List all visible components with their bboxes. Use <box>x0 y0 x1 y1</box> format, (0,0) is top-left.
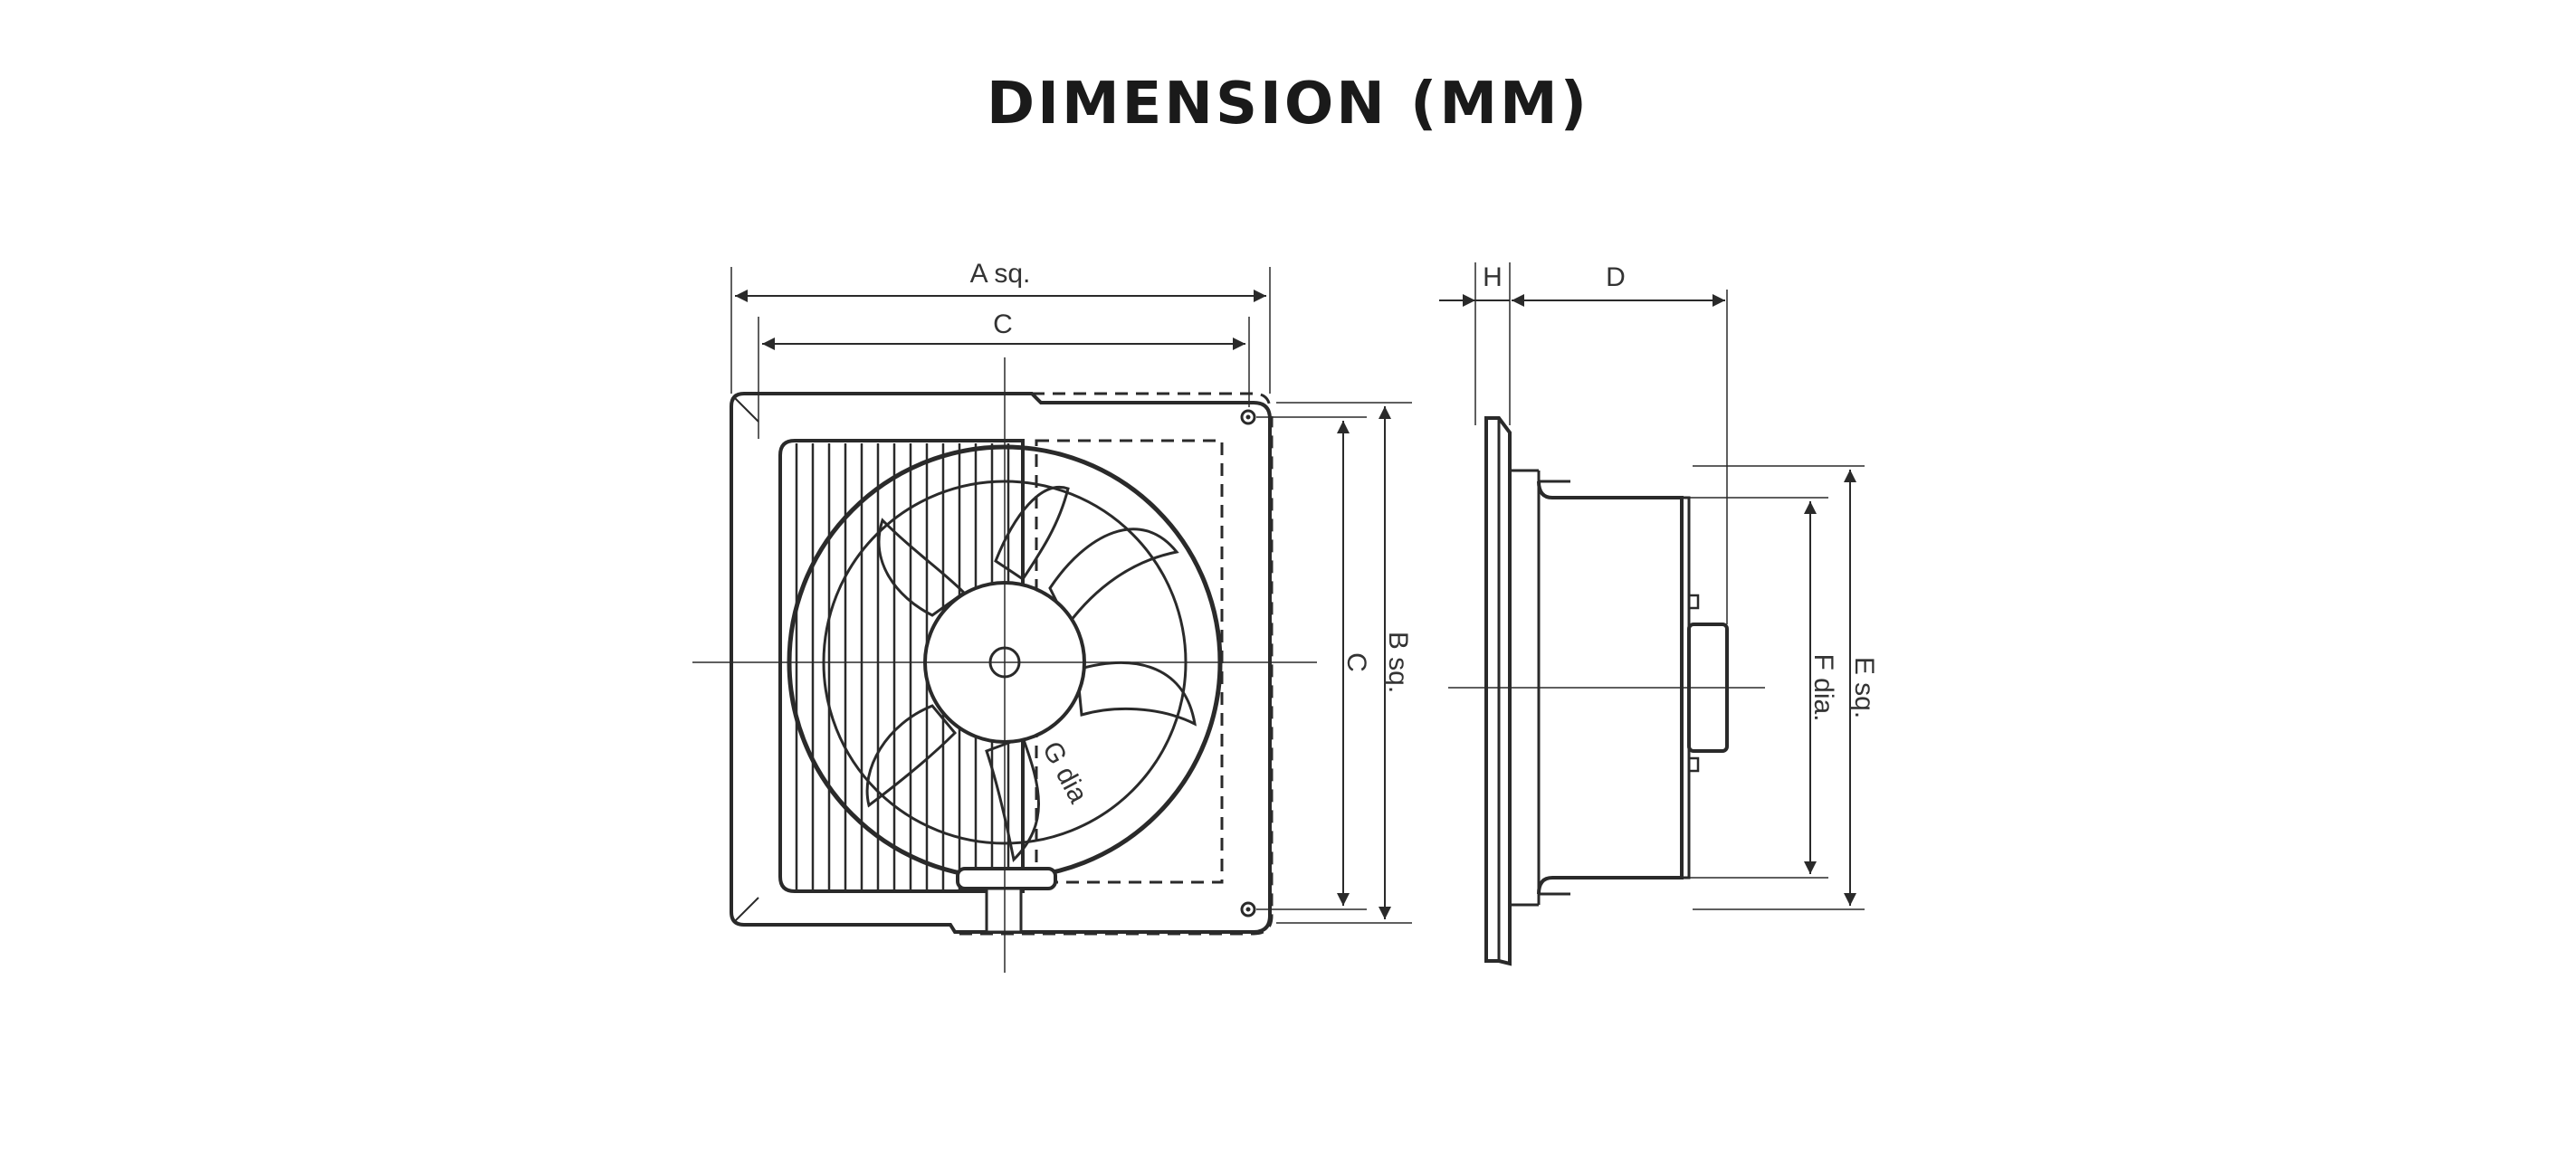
label-a-sq: A sq. <box>970 259 1031 289</box>
label-d: D <box>1606 262 1626 292</box>
front-view <box>692 267 1412 973</box>
screw-top-icon <box>1240 409 1256 425</box>
label-e-sq: E sq. <box>1849 657 1879 718</box>
label-c-top: C <box>993 309 1013 339</box>
screw-bottom-icon <box>1240 901 1256 918</box>
side-view <box>1439 262 1865 966</box>
label-c-side: C <box>1341 652 1371 672</box>
shutter-outline <box>1032 392 1272 411</box>
grill-frame <box>778 439 1025 893</box>
fan-housing <box>730 392 1272 934</box>
label-f-dia: F dia. <box>1808 653 1838 721</box>
page-title: DIMENSION (MM) <box>987 71 1589 138</box>
fan-blades <box>865 486 1197 863</box>
label-g-dia: G dia <box>1036 737 1093 808</box>
label-b-sq: B sq. <box>1383 632 1413 693</box>
pull-cord-tab <box>956 867 1057 890</box>
label-h: H <box>1483 262 1503 292</box>
